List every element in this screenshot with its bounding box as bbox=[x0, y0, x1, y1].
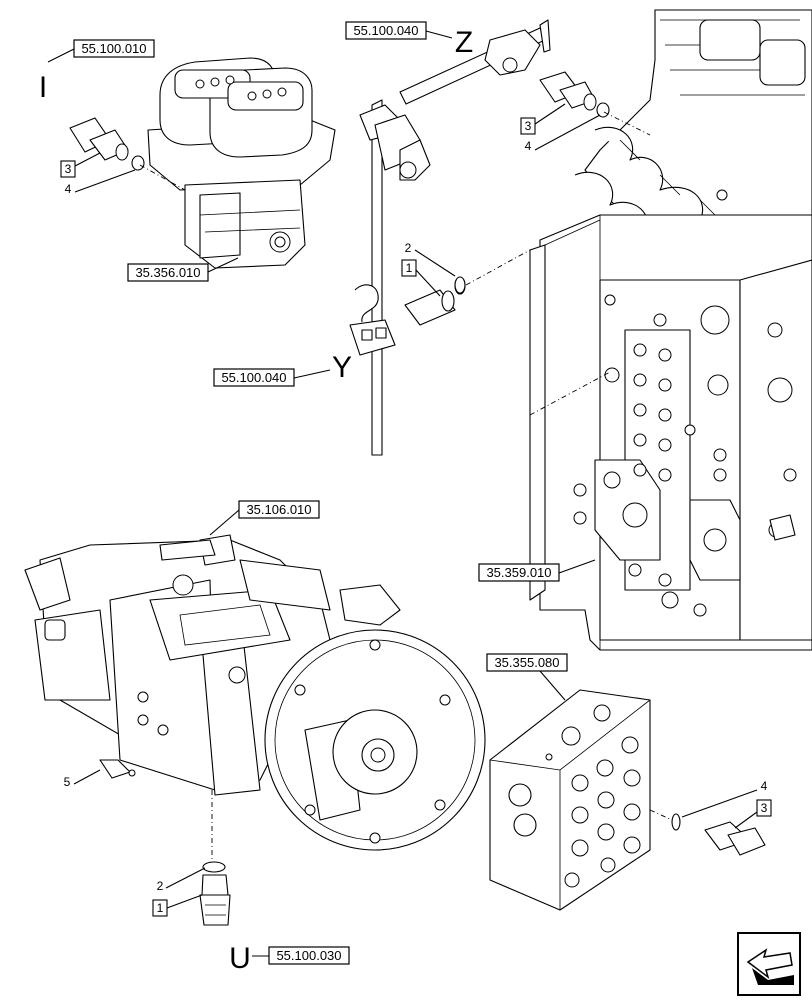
ref-label-bottom: 55.100.030 bbox=[276, 948, 341, 963]
callout-3-left: 3 bbox=[60, 160, 76, 178]
svg-text:3: 3 bbox=[525, 119, 532, 133]
pedal-valve-illustration bbox=[147, 57, 336, 269]
ref-box-pedal[interactable]: 35.356.010 bbox=[127, 263, 209, 282]
callout-2-bottom: 2 bbox=[157, 879, 164, 893]
ref-box-mid-center[interactable]: 55.100.040 bbox=[213, 368, 295, 387]
next-page-arrow-icon[interactable] bbox=[737, 932, 801, 996]
ref-box-bottom[interactable]: 55.100.030 bbox=[268, 946, 350, 965]
section-letter-y: Y bbox=[332, 351, 352, 384]
svg-text:1: 1 bbox=[157, 901, 164, 915]
pump-assembly-illustration bbox=[24, 534, 486, 851]
ref-label-pump: 35.106.010 bbox=[246, 502, 311, 517]
ref-label-valve: 35.359.010 bbox=[486, 565, 551, 580]
callout-4-right: 4 bbox=[761, 779, 768, 793]
callout-5: 5 bbox=[64, 775, 71, 789]
ref-label-top-left: 55.100.010 bbox=[81, 41, 146, 56]
svg-text:1: 1 bbox=[406, 261, 413, 275]
manifold-block-illustration bbox=[489, 689, 651, 911]
callout-4-top: 4 bbox=[525, 139, 532, 153]
pressure-sensor-left bbox=[69, 117, 145, 171]
svg-text:3: 3 bbox=[65, 162, 72, 176]
callout-1-bottom: 1 bbox=[152, 899, 168, 917]
pressure-sensor-right bbox=[671, 813, 766, 856]
callout-3-right: 3 bbox=[756, 799, 772, 817]
callout-1-mid: 1 bbox=[401, 259, 417, 277]
svg-text:3: 3 bbox=[761, 801, 768, 815]
ref-label-pedal: 35.356.010 bbox=[135, 265, 200, 280]
callout-3-top: 3 bbox=[520, 117, 536, 135]
ref-box-top-left[interactable]: 55.100.010 bbox=[73, 39, 155, 58]
callout-4-left: 4 bbox=[65, 182, 72, 196]
pressure-switch-bottom bbox=[199, 861, 231, 926]
ref-box-valve[interactable]: 35.359.010 bbox=[478, 563, 560, 582]
ref-box-top-center[interactable]: 55.100.040 bbox=[345, 21, 427, 40]
temperature-sensor bbox=[99, 759, 136, 779]
section-letter-u: U bbox=[229, 942, 251, 975]
ref-label-top-center: 55.100.040 bbox=[353, 23, 418, 38]
ref-label-block: 35.355.080 bbox=[494, 655, 559, 670]
control-valve-illustration bbox=[529, 214, 812, 651]
callout-2-mid: 2 bbox=[405, 241, 412, 255]
pressure-sensor-top bbox=[539, 71, 610, 118]
section-letter-i: I bbox=[39, 71, 47, 104]
ref-box-pump[interactable]: 35.106.010 bbox=[238, 500, 320, 519]
assembly-lines bbox=[139, 111, 673, 860]
wire-harness-illustration bbox=[349, 19, 551, 456]
section-letter-z: Z bbox=[455, 26, 473, 59]
ref-label-mid-center: 55.100.040 bbox=[221, 370, 286, 385]
ref-box-block[interactable]: 35.355.080 bbox=[486, 653, 568, 672]
o-ring-mid bbox=[454, 276, 466, 294]
